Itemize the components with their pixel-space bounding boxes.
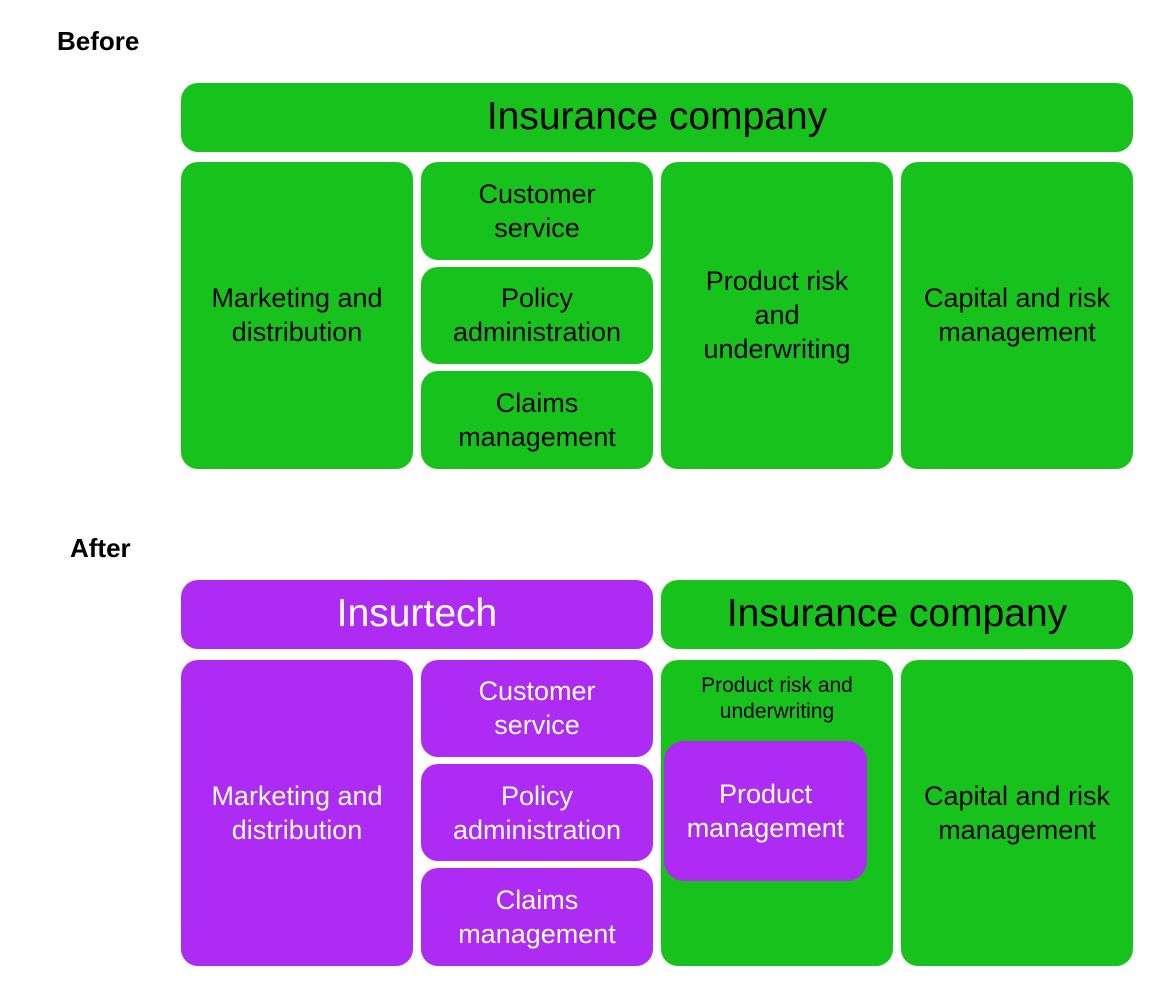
after-header-insurtech: Insurtech [181, 579, 653, 649]
after-section: After Insurtech Insurance company Market… [0, 532, 1171, 966]
before-grid: Insurance company Marketing and distribu… [181, 82, 1133, 469]
after-block-claims-management: Claims management [421, 868, 653, 966]
before-block-claims-management: Claims management [421, 371, 653, 469]
after-grid: Insurtech Insurance company Marketing an… [181, 579, 1133, 966]
before-block-product-risk-underwriting: Product risk and underwriting [661, 161, 893, 469]
after-product-risk-title: Product risk and underwriting [701, 673, 853, 724]
before-block-capital-risk-management: Capital and risk management [901, 161, 1133, 469]
after-block-customer-service: Customer service [421, 659, 653, 758]
after-block-policy-administration: Policy administration [421, 764, 653, 862]
before-operations-stack: Customer service Policy administration C… [421, 161, 653, 469]
after-block-capital-risk-management: Capital and risk management [901, 659, 1133, 966]
before-section: Before Insurance company Marketing and d… [0, 26, 1171, 469]
before-block-marketing-distribution: Marketing and distribution [181, 161, 413, 469]
after-block-product-management: Product management [664, 741, 867, 882]
before-block-customer-service: Customer service [421, 161, 653, 260]
after-block-marketing-distribution: Marketing and distribution [181, 659, 413, 966]
before-header-insurance-company: Insurance company [181, 82, 1133, 152]
after-header-insurance-company: Insurance company [661, 579, 1133, 649]
after-section-label: After [70, 532, 131, 563]
before-section-label: Before [57, 26, 140, 56]
before-block-policy-administration: Policy administration [421, 266, 653, 365]
after-operations-stack: Customer service Policy administration C… [421, 659, 653, 966]
after-block-product-risk-underwriting: Product risk and underwriting Product ma… [661, 659, 893, 966]
